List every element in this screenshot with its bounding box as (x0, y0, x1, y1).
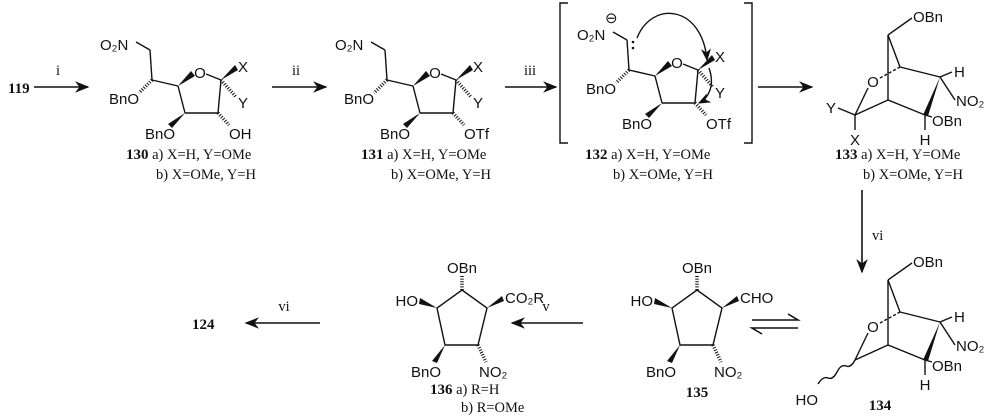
furanose-skeleton (611, 30, 717, 120)
cyclopentane-skeleton (652, 274, 741, 365)
atom-label: O₂N (577, 27, 605, 44)
compound-caption: 132 a) X=H, Y=OMe (585, 147, 710, 163)
atom-label: X (238, 59, 248, 76)
atom-label: X (473, 59, 483, 76)
atom-label: OBn (932, 358, 962, 375)
equilibrium-arrows (749, 313, 801, 335)
compound-caption-b: b) X=OMe, Y=H (156, 167, 257, 183)
compound-caption: 133 a) X=H, Y=OMe (835, 147, 960, 163)
atom-label: BnO (145, 126, 175, 143)
compound-caption-b: b) X=OMe, Y=H (613, 167, 714, 183)
cyclopentane-skeleton (417, 274, 506, 365)
compound-caption: 136 a) R=H (430, 382, 500, 398)
bracket-left (559, 2, 568, 144)
atom-label: Y (715, 85, 725, 102)
reagent-i-label: i (56, 63, 60, 79)
compound-caption: 130 a) X=H, Y=OMe (126, 147, 251, 163)
wavy-bond (817, 359, 856, 385)
atom-label: H (920, 132, 931, 149)
compound-136: OBn HO CO₂R BnO NO₂ 136 a) R=H b) R=OMe (396, 260, 545, 416)
atom-label: X (715, 49, 725, 66)
atom-label: OBn (682, 260, 712, 277)
negative-charge: ⊖ (605, 10, 618, 27)
compound-caption: 135 (686, 385, 709, 401)
lone-pair (631, 40, 635, 44)
atom-label: HO (796, 392, 819, 409)
atom-label: H (954, 309, 965, 326)
atom-label: O (429, 65, 441, 82)
atom-label: HO (396, 293, 419, 310)
curved-arrow-attack (636, 12, 711, 62)
reagent-iii-label: iii (524, 63, 536, 79)
compound-caption-b: b) X=OMe, Y=H (391, 167, 492, 183)
atom-label: O₂N (335, 37, 363, 54)
atom-label: Y (826, 100, 836, 117)
reagent-vi-label: vi (278, 299, 289, 315)
atom-label: Y (238, 95, 248, 112)
atom-label: NO₂ (956, 338, 985, 355)
compound-135: OBn HO CHO BnO NO₂ 135 (631, 260, 774, 401)
atom-label: O (671, 55, 683, 72)
atom-label: NO₂ (479, 364, 508, 381)
compound-132: O₂N ⊖ BnO O X Y OTf BnO 132 a) X=H, Y=OM… (577, 10, 732, 183)
atom-label: CO₂R (505, 290, 544, 307)
lone-pair (631, 46, 635, 50)
compound-130: O₂N BnO O X Y OH BnO 130 a) X=H, Y=OMe b… (100, 37, 257, 183)
atom-label: BnO (646, 364, 676, 381)
atom-label: OBn (913, 254, 943, 271)
atom-label: OBn (932, 113, 962, 130)
atom-label: O (867, 319, 879, 336)
atom-label: BnO (411, 364, 441, 381)
atom-label: OTf (706, 116, 732, 133)
atom-label: NO₂ (714, 364, 743, 381)
atom-label: OBn (447, 260, 477, 277)
atom-label: OTf (464, 126, 490, 143)
atom-label: CHO (740, 290, 773, 307)
atom-label: BnO (622, 116, 652, 133)
compound-caption: 131 a) X=H, Y=OMe (361, 147, 486, 163)
compound-119-label: 119 (8, 81, 30, 97)
compound-124-label: 124 (192, 317, 215, 333)
compound-133: OBn O Y X H NO₂ OBn H 133 a) X=H, Y=OMe … (826, 9, 985, 183)
atom-label: H (954, 64, 965, 81)
furanose-skeleton (369, 40, 475, 130)
atom-label: O₂N (100, 37, 128, 54)
atom-label: BnO (586, 81, 616, 98)
compound-134: OBn O HO H NO₂ OBn H 134 (796, 254, 985, 414)
atom-label: OH (229, 126, 252, 143)
atom-label: BnO (344, 91, 374, 108)
atom-label: O (867, 74, 879, 91)
atom-label: O (194, 65, 206, 82)
compound-caption-b: b) X=OMe, Y=H (863, 167, 964, 183)
atom-label: NO₂ (956, 93, 985, 110)
atom-label: Y (473, 95, 483, 112)
reagent-v-label: v (542, 299, 550, 315)
compound-131: O₂N BnO O X Y OTf BnO 131 a) X=H, Y=OMe … (335, 37, 492, 183)
atom-label: BnO (109, 91, 139, 108)
atom-label: HO (631, 293, 654, 310)
reagent-vi-label: vi (872, 228, 883, 244)
atom-label: OBn (913, 9, 943, 26)
bracket-right (744, 2, 753, 144)
reagent-ii-label: ii (292, 63, 300, 79)
compound-caption: 134 (869, 398, 892, 414)
atom-label: X (850, 132, 860, 149)
atom-label: BnO (380, 126, 410, 143)
furanose-skeleton (134, 40, 240, 130)
compound-caption-b: b) R=OMe (461, 400, 524, 416)
atom-label: H (920, 377, 931, 394)
curved-arrow-leaving (697, 67, 713, 104)
